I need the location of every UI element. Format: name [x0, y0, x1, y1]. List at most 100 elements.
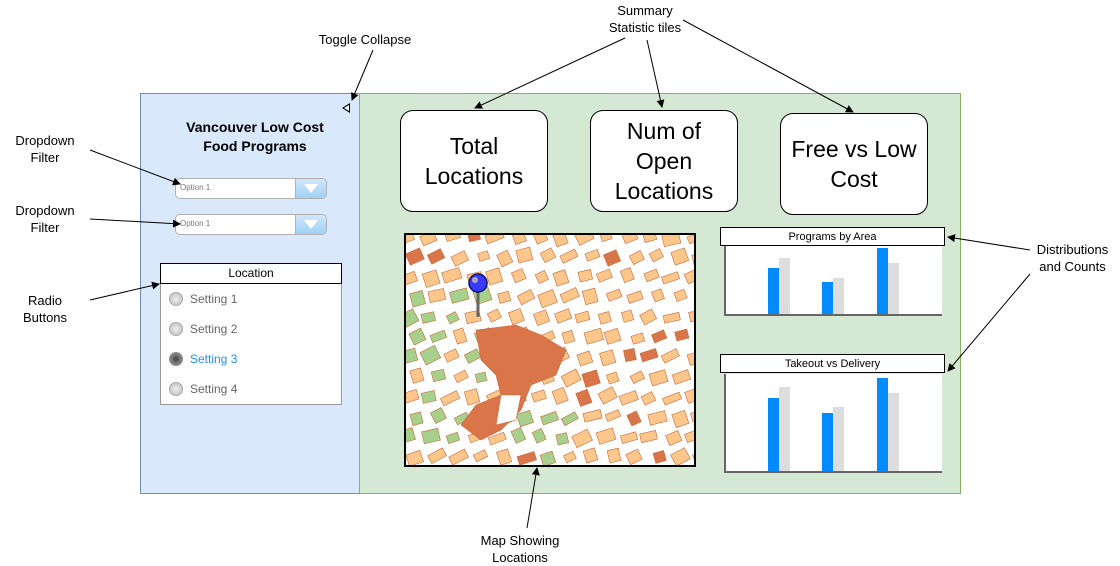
city-block [605, 288, 623, 302]
annotation-text: and Counts [1039, 259, 1106, 274]
city-block [467, 235, 481, 243]
city-block [648, 248, 664, 263]
park-block [445, 431, 461, 445]
city-block [603, 327, 622, 345]
tile-text: Locations [614, 178, 714, 204]
city-block [670, 247, 690, 266]
city-block [406, 247, 425, 266]
city-block [577, 269, 594, 283]
city-block [552, 235, 569, 248]
annotation-text: Filter [30, 150, 60, 165]
city-block [639, 348, 659, 363]
city-block [531, 389, 547, 403]
city-block [660, 348, 680, 364]
city-block [516, 288, 536, 306]
city-block [444, 235, 461, 242]
park-block [406, 308, 420, 328]
dropdown-filter-1[interactable]: Option 1 [175, 178, 327, 199]
location-radio-group: Location Setting 1 Setting 2 Setting 3 S… [160, 263, 342, 405]
dropdown-filter-2[interactable]: Option 1 [175, 214, 327, 235]
city-block [553, 308, 573, 324]
city-block [583, 327, 605, 345]
annotation-text: Dropdown [15, 133, 75, 148]
park-block [409, 290, 426, 308]
radio-icon[interactable] [169, 322, 183, 336]
city-block [599, 235, 613, 242]
park-block [419, 344, 442, 366]
park-block [555, 432, 570, 446]
park-block [540, 411, 559, 426]
city-block [670, 447, 691, 465]
tile-text: Locations [424, 163, 524, 189]
city-block [448, 448, 469, 465]
radio-setting-1[interactable]: Setting 1 [169, 292, 237, 306]
radio-setting-3[interactable]: Setting 3 [169, 352, 237, 366]
radio-icon[interactable] [169, 382, 183, 396]
city-block [695, 328, 696, 343]
park-block [560, 411, 579, 427]
city-block [484, 235, 505, 245]
park-block [430, 368, 447, 383]
city-block [441, 267, 463, 284]
city-block [584, 249, 601, 262]
radio-selected-icon[interactable] [169, 352, 183, 366]
radio-label: Setting 1 [190, 292, 238, 306]
city-block [537, 289, 558, 309]
city-block [551, 386, 569, 405]
tile-text: Num of [626, 118, 702, 144]
city-block [485, 267, 504, 286]
chevron-down-icon[interactable] [295, 179, 326, 198]
city-block [619, 267, 635, 284]
app-title-line2: Food Programs [203, 138, 307, 154]
tile-text: Open [635, 148, 693, 174]
city-block [419, 235, 438, 247]
city-block [671, 369, 692, 385]
annotation-text: Dropdown [15, 203, 75, 218]
chevron-down-icon[interactable] [295, 215, 326, 234]
chart-title: Programs by Area [720, 227, 945, 246]
location-map[interactable] [404, 233, 696, 467]
radio-label: Setting 2 [190, 322, 238, 336]
dropdown-value: Option 1 [180, 219, 211, 228]
city-block [595, 427, 617, 445]
city-block [581, 369, 601, 388]
city-block [651, 329, 668, 344]
radio-setting-2[interactable]: Setting 2 [169, 322, 237, 336]
city-block [691, 454, 694, 460]
bar-B-series2 [833, 277, 844, 314]
city-block [686, 352, 694, 366]
annotation-text: Radio [28, 293, 62, 308]
city-block [642, 235, 658, 243]
radio-setting-4[interactable]: Setting 4 [169, 382, 237, 396]
annotation-toggle: Toggle Collapse [318, 32, 412, 47]
annotation-text: Distributions [1036, 242, 1109, 257]
city-block [486, 308, 502, 323]
city-block [439, 390, 461, 407]
city-block [574, 310, 591, 324]
toggle-collapse-icon[interactable] [342, 103, 350, 113]
city-block [515, 246, 534, 264]
radio-label: Setting 3 [190, 352, 238, 366]
radio-label: Setting 4 [190, 382, 238, 396]
map-pin-icon[interactable] [468, 273, 488, 293]
plaza [495, 394, 522, 426]
park-block [516, 409, 535, 428]
app-title-line1: Vancouver Low Cost [186, 119, 324, 135]
city-block [674, 328, 690, 342]
city-block [406, 270, 418, 286]
bar-C-series2 [888, 393, 899, 471]
city-block [623, 347, 637, 363]
city-block [597, 311, 612, 325]
park-block [406, 347, 419, 364]
city-block [684, 388, 694, 404]
radio-icon[interactable] [169, 292, 183, 306]
city-block [691, 254, 694, 266]
city-block [559, 248, 579, 264]
city-block [665, 430, 683, 446]
